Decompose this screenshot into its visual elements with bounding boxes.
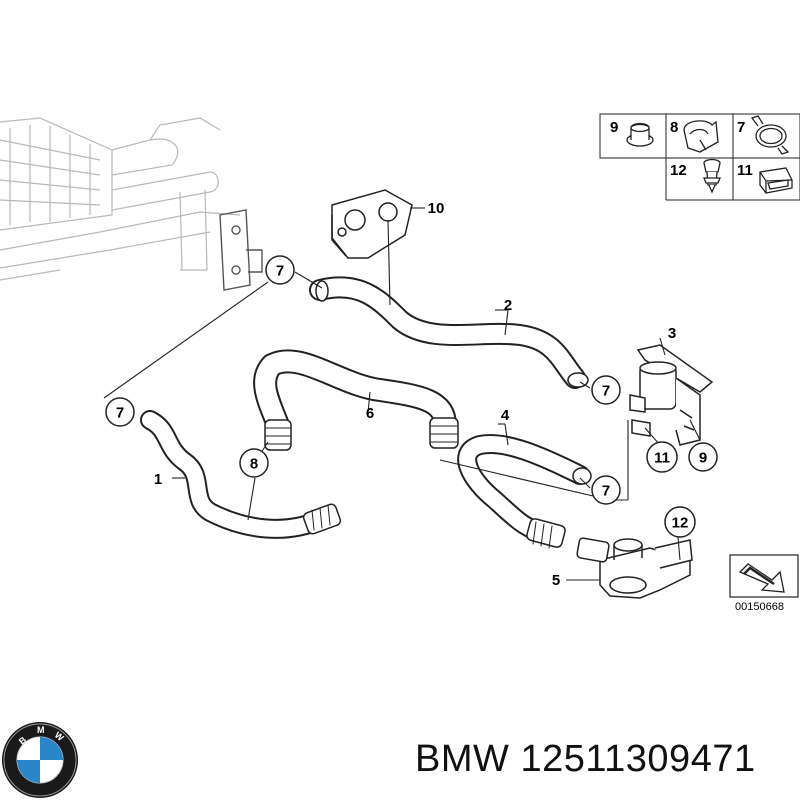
svg-text:9: 9 [699,450,707,467]
callout-7-right-top: 7 [591,375,621,405]
part-3-valve [629,344,714,446]
grommet-icon [626,122,654,147]
hose-2 [309,276,589,389]
callout-3: 3 [668,325,676,342]
svg-text:M: M [37,725,45,735]
legend-num-9: 9 [610,119,618,136]
legend-num-12: 12 [670,162,687,179]
legend-num-8: 8 [670,119,678,136]
direction-arrow-icon [729,554,799,598]
svg-text:7: 7 [602,483,610,500]
svg-text:11: 11 [654,450,670,467]
callout-10: 10 [428,200,445,217]
svg-text:B: B [17,734,29,746]
callout-12: 12 [664,506,696,538]
callout-7-top: 7 [265,255,295,285]
callout-8: 8 [239,448,269,478]
part-5-pump [576,537,693,599]
heater-core-outline [0,117,241,281]
svg-text:7: 7 [602,383,610,400]
hose-4 [457,434,592,549]
hose-1 [140,410,342,539]
brand-name: BMW [415,738,510,780]
bmw-logo: B M W [2,722,78,798]
callout-9: 9 [688,442,718,472]
callout-7-left: 7 [105,397,135,427]
part-10-bracket [331,189,413,259]
part-title: BMW 12511309471 [415,738,756,781]
callout-2: 2 [504,297,512,314]
callout-4: 4 [501,407,510,424]
diagram-ref-number: 00150668 [735,601,784,613]
spring-clamp-icon [750,115,790,155]
push-rivet-icon [703,158,721,194]
hose-6 [253,349,459,451]
heater-bracket [219,209,263,291]
legend-num-7: 7 [737,119,745,136]
parts-legend [599,113,800,201]
svg-text:7: 7 [116,405,124,422]
svg-text:8: 8 [250,456,258,473]
callout-7-right-bottom: 7 [591,475,621,505]
legend-num-11: 11 [737,162,753,179]
callout-5: 5 [552,572,560,589]
callout-6: 6 [366,405,374,422]
svg-text:7: 7 [276,263,284,280]
hose-clip-icon [683,120,719,153]
callout-11: 11 [646,441,678,473]
rubber-mount-icon [759,167,793,194]
callout-1: 1 [154,471,162,488]
part-number: 12511309471 [520,738,756,780]
svg-text:12: 12 [672,515,689,532]
